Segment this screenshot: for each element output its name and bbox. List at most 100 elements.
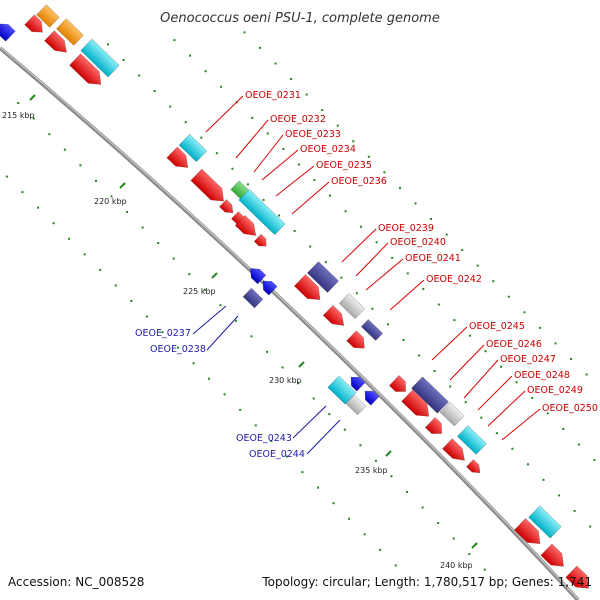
gene-feature[interactable] bbox=[442, 438, 470, 466]
gene-label[interactable]: OEOE_0239 bbox=[378, 223, 434, 234]
gene-feature[interactable] bbox=[424, 416, 446, 438]
gene-label[interactable]: OEOE_0237 bbox=[135, 328, 191, 339]
guide-dot bbox=[305, 93, 308, 96]
gene-feature[interactable] bbox=[360, 319, 384, 341]
guide-dot bbox=[312, 397, 315, 400]
gene-feature[interactable] bbox=[565, 565, 594, 594]
gene-feature[interactable] bbox=[347, 373, 366, 392]
gene-label[interactable]: OEOE_0233 bbox=[285, 129, 341, 140]
guide-dot bbox=[258, 46, 261, 49]
gene-feature[interactable] bbox=[411, 376, 449, 414]
gene-feature[interactable] bbox=[190, 168, 229, 207]
guide-dot bbox=[141, 226, 144, 229]
guide-dot bbox=[468, 553, 471, 556]
guide-dot bbox=[352, 140, 355, 143]
gene-feature[interactable] bbox=[513, 518, 545, 550]
guide-dot bbox=[464, 401, 467, 404]
gene-label[interactable]: OEOE_0235 bbox=[316, 160, 372, 171]
gene-label[interactable]: OEOE_0247 bbox=[500, 354, 556, 365]
guide-dot bbox=[63, 148, 66, 151]
gene-label[interactable]: OEOE_0249 bbox=[527, 385, 583, 396]
guide-dot bbox=[231, 167, 234, 170]
gene-feature[interactable] bbox=[80, 38, 120, 78]
gene-feature[interactable] bbox=[322, 304, 349, 330]
gene-feature[interactable] bbox=[178, 133, 208, 163]
gene-label[interactable]: OEOE_0244 bbox=[249, 449, 305, 460]
gene-feature[interactable] bbox=[219, 199, 236, 217]
gene-feature[interactable] bbox=[69, 53, 106, 91]
guide-dot bbox=[476, 264, 479, 267]
gene-feature[interactable] bbox=[36, 4, 60, 28]
gene-label[interactable]: OEOE_0242 bbox=[426, 274, 482, 285]
gene-feature[interactable] bbox=[246, 264, 267, 285]
gene-feature[interactable] bbox=[346, 330, 370, 354]
gene-feature[interactable] bbox=[242, 287, 264, 309]
gene-feature[interactable] bbox=[24, 14, 48, 38]
guide-dot bbox=[495, 432, 498, 435]
gene-feature[interactable] bbox=[361, 387, 380, 406]
gene-feature[interactable] bbox=[234, 214, 261, 240]
gene-label[interactable]: OEOE_0246 bbox=[486, 339, 542, 350]
gene-label[interactable]: OEOE_0240 bbox=[390, 237, 446, 248]
gene-label[interactable]: OEOE_0248 bbox=[514, 370, 570, 381]
tick-label-215: 215 kbp bbox=[2, 111, 35, 120]
callout-line bbox=[487, 390, 526, 427]
gene-label[interactable]: OEOE_0243 bbox=[236, 433, 292, 444]
gene-feature[interactable] bbox=[439, 401, 465, 427]
gene-feature[interactable] bbox=[457, 425, 487, 455]
gene-feature[interactable] bbox=[401, 389, 435, 422]
guide-dot bbox=[344, 210, 347, 213]
guide-dot bbox=[290, 78, 293, 81]
gene-feature[interactable] bbox=[238, 188, 286, 236]
gene-feature[interactable] bbox=[259, 277, 278, 296]
gene-feature[interactable] bbox=[0, 19, 16, 42]
guide-dot bbox=[5, 175, 8, 178]
gene-feature[interactable] bbox=[306, 261, 340, 293]
gene-feature[interactable] bbox=[466, 459, 483, 477]
guide-dot bbox=[243, 31, 246, 34]
gene-feature[interactable] bbox=[388, 374, 410, 396]
gene-feature[interactable] bbox=[44, 30, 72, 58]
gene-feature[interactable] bbox=[338, 292, 366, 320]
guide-dot bbox=[593, 459, 596, 462]
guide-dot bbox=[577, 443, 580, 446]
guide-dot bbox=[203, 288, 206, 291]
guide-dot bbox=[430, 217, 433, 220]
guide-dot bbox=[386, 323, 389, 326]
gene-feature[interactable] bbox=[293, 274, 325, 306]
guide-dot bbox=[204, 70, 207, 73]
gene-feature[interactable] bbox=[56, 18, 84, 46]
guide-dot bbox=[321, 109, 324, 112]
tick-label-220: 220 kbp bbox=[94, 197, 127, 206]
callout-line bbox=[253, 134, 284, 173]
tick-mark bbox=[29, 94, 36, 101]
guide-dot bbox=[208, 377, 211, 380]
gene-label[interactable]: OEOE_0231 bbox=[245, 90, 301, 101]
guide-dot bbox=[189, 54, 192, 57]
tick-mark bbox=[471, 542, 478, 549]
guide-dot bbox=[99, 268, 102, 271]
guide-dot bbox=[515, 381, 518, 384]
guide-dot bbox=[251, 116, 254, 119]
gene-feature[interactable] bbox=[166, 146, 193, 173]
guide-dot bbox=[130, 300, 133, 302]
gene-feature[interactable] bbox=[327, 375, 357, 405]
guide-dot bbox=[106, 43, 109, 46]
gene-feature[interactable] bbox=[540, 543, 569, 572]
gene-feature[interactable] bbox=[345, 394, 367, 416]
gene-label[interactable]: OEOE_0250 bbox=[542, 403, 598, 414]
gene-feature[interactable] bbox=[253, 233, 270, 250]
guide-dot bbox=[169, 105, 172, 108]
gene-label[interactable]: OEOE_0241 bbox=[405, 253, 461, 264]
gene-label[interactable]: OEOE_0232 bbox=[270, 114, 326, 125]
gene-label[interactable]: OEOE_0236 bbox=[331, 176, 387, 187]
guide-dot bbox=[293, 230, 296, 233]
guide-dot bbox=[363, 533, 366, 536]
gene-label[interactable]: OEOE_0245 bbox=[469, 321, 525, 332]
gene-feature[interactable] bbox=[528, 505, 562, 539]
guide-dot bbox=[483, 568, 486, 571]
guide-dot bbox=[254, 424, 257, 427]
gene-label[interactable]: OEOE_0238 bbox=[150, 344, 206, 355]
gene-label[interactable]: OEOE_0234 bbox=[300, 144, 356, 155]
guide-dot bbox=[461, 249, 464, 252]
